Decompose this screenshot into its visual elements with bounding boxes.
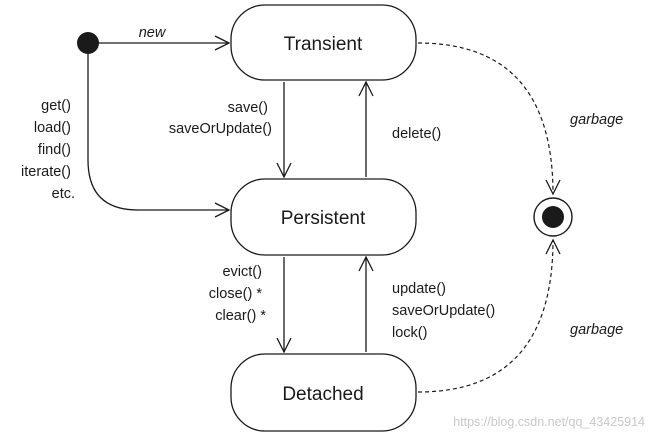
state-detached: Detached: [230, 353, 417, 432]
label-update: update(): [392, 281, 446, 297]
edge-delete-label: delete(): [392, 126, 441, 142]
state-transient-label: Transient: [284, 34, 363, 55]
edge-garbage-top-label: garbage: [570, 112, 623, 128]
edge-new-label: new: [139, 25, 167, 41]
label-find: find(): [38, 142, 71, 158]
edge-initial-to-persistent: [87, 54, 229, 210]
label-iterate: iterate(): [21, 164, 71, 180]
edge-update-label: update() saveOrUpdate() lock(): [392, 281, 499, 341]
label-save-or-update: saveOrUpdate(): [169, 121, 272, 137]
state-persistent: Persistent: [230, 178, 417, 256]
label-evict: evict(): [222, 264, 261, 280]
label-save: save(): [228, 100, 268, 116]
label-load: load(): [34, 120, 71, 136]
edge-save-label: save() saveOrUpdate(): [169, 100, 272, 137]
label-save-or-update-2: saveOrUpdate(): [392, 303, 495, 319]
watermark: https://blog.csdn.net/qq_43425914: [453, 415, 645, 429]
state-persistent-label: Persistent: [281, 208, 366, 229]
label-clear: clear() *: [215, 308, 266, 324]
final-state: [533, 197, 573, 237]
initial-state-dot: [77, 32, 99, 54]
state-detached-label: Detached: [282, 384, 363, 405]
edge-initial-to-persistent-label: get() load() find() iterate() etc.: [21, 98, 75, 202]
edge-garbage-bottom-label: garbage: [570, 322, 623, 338]
label-close: close() *: [209, 286, 263, 302]
label-etc: etc.: [52, 186, 75, 202]
label-get: get(): [41, 98, 71, 114]
edge-transient-garbage: [417, 42, 553, 194]
edge-evict-label: evict() close() * clear() *: [209, 264, 267, 324]
label-lock: lock(): [392, 325, 427, 341]
state-transient: Transient: [230, 4, 417, 81]
edge-detached-garbage: [417, 240, 553, 393]
